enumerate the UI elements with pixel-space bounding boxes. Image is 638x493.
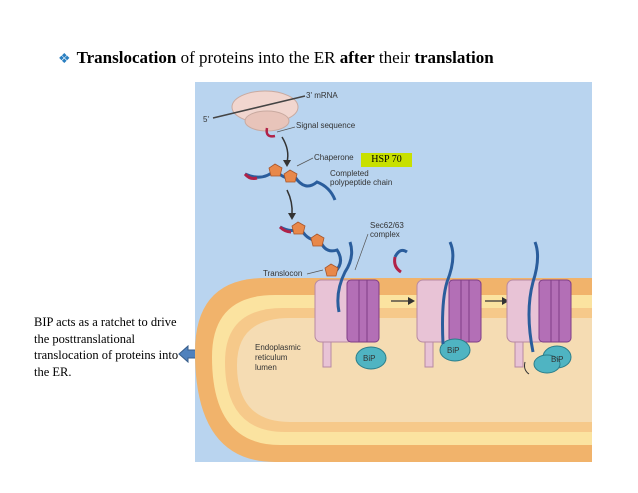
slide-title: ❖ Translocation of proteins into the ER a… (58, 48, 494, 68)
title-part-translocation: Translocation (76, 48, 177, 67)
side-note: BIP acts as a ratchet to drive the postt… (34, 315, 179, 379)
bip-label-2: BiP (447, 346, 459, 355)
mrna-strand (212, 95, 306, 119)
signal-sequence-label: Signal sequence (296, 121, 356, 130)
signal-sequence-peptide (265, 127, 276, 138)
title-part-after: after (339, 48, 375, 67)
completed-label-line1: Completed (330, 169, 369, 178)
er-translocation-diagram: 3' mRNA 5' Signal sequence Chaperone Com… (195, 82, 592, 462)
title-part-translation: translation (414, 48, 494, 67)
bip-label-1: BiP (363, 354, 375, 363)
diamond-bullet-icon: ❖ (58, 52, 71, 67)
ribosome (231, 90, 299, 132)
er-label-line3: lumen (255, 363, 277, 372)
five-prime-label: 5' (203, 115, 209, 124)
translocon-complex-1: BiP (314, 279, 387, 370)
chaperone-group-2 (291, 221, 339, 277)
completed-label-line2: polypeptide chain (330, 178, 392, 187)
translocon-label: Translocon (263, 269, 302, 278)
title-part-4: their (374, 48, 415, 67)
chaperone-label: Chaperone (314, 153, 354, 162)
sec62-label-line2: complex (370, 230, 400, 239)
er-label-line2: reticulum (255, 353, 288, 362)
sec62-label-line1: Sec62/63 (370, 221, 404, 230)
chaperone-group-1 (268, 163, 298, 183)
hsp70-highlight-label: HSP 70 (361, 153, 412, 167)
er-label-line1: Endoplasmic (255, 343, 301, 352)
bip-label-3: BiP (551, 355, 563, 364)
mrna-label: 3' mRNA (306, 91, 338, 100)
title-part-2: of proteins into the ER (176, 48, 340, 67)
translocon-complex-3: BiP (506, 279, 572, 374)
